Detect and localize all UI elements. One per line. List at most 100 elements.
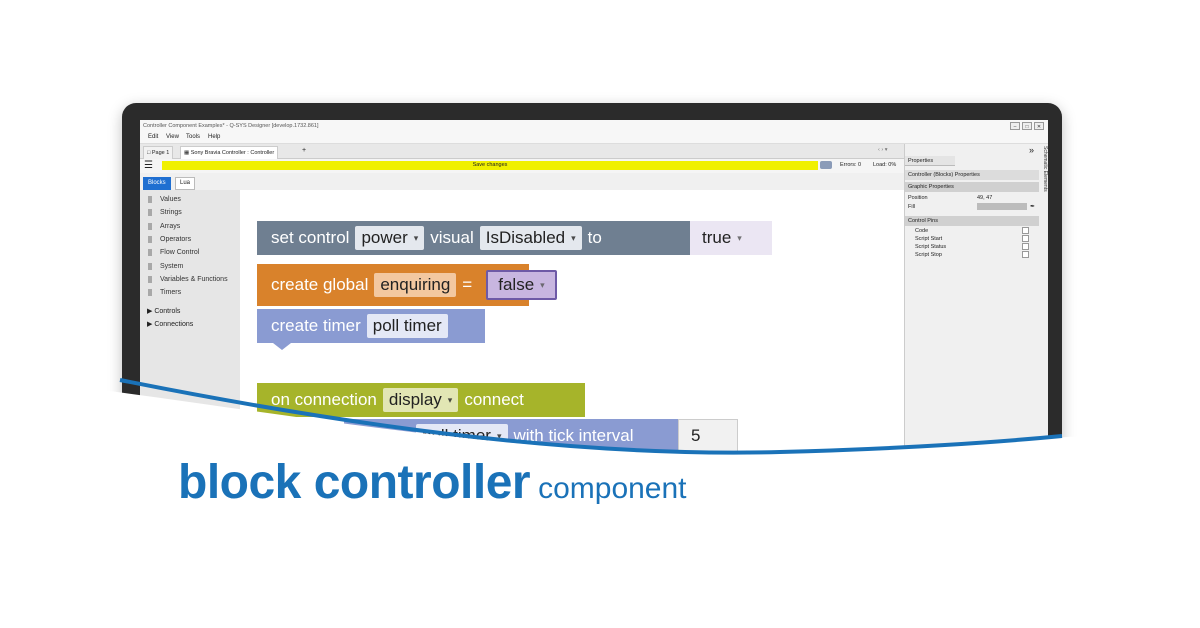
chip-label: IsDisabled [485,228,566,247]
maximize-button[interactable]: □ [1022,122,1032,130]
connection-dropdown[interactable]: display▾ [382,388,459,412]
palette-system[interactable]: System [148,263,183,270]
dropdown-arrow-icon: ▾ [540,280,545,291]
palette-connections-node[interactable]: ▶ Connections [147,321,194,328]
properties-title: Controller (Blocks) Properties [905,170,1039,180]
block-keyword: set control [271,228,350,247]
block-keyword: to [587,228,602,247]
chip-label: poll timer [422,426,491,445]
pin-row[interactable]: Script Stop [905,251,1039,259]
pin-label: Script Stop [915,252,942,258]
tab-page-1[interactable]: □ Page 1 [143,146,174,159]
tab-blocks[interactable]: Blocks [143,177,171,190]
control-pins-header[interactable]: Control Pins [905,216,1039,226]
palette-values[interactable]: Values [148,196,181,203]
hamburger-menu-icon[interactable]: ☰ [144,160,153,171]
create-timer-block[interactable]: create timer poll timer [257,309,485,343]
error-list-icon[interactable] [820,161,832,169]
tab-lua[interactable]: Lua [175,177,196,190]
blocks-workspace[interactable]: set control power ▾ visual IsDisabled ▾ to… [240,190,904,500]
dropdown-arrow-icon: ▾ [413,233,419,244]
palette-variables-functions[interactable]: Variables & Functions [148,276,228,283]
window-title: Controller Component Examples* - Q-SYS D… [143,123,319,129]
toolbar: ☰ Save changes Errors: 0 Load: 0% [140,159,904,173]
true-value-block[interactable]: true ▾ [690,221,772,255]
minimize-button[interactable]: – [1010,122,1020,130]
palette-controls-node[interactable]: ▶ Controls [147,308,181,315]
errors-count: Errors: 0 [840,162,862,168]
pin-checkbox[interactable] [1022,243,1029,250]
timer-name-field[interactable]: poll timer [366,314,448,338]
dropdown-arrow-icon: ▾ [447,395,453,406]
timer-dropdown[interactable]: poll timer ▾ [416,424,508,448]
dropdown-arrow-icon: ▾ [571,233,576,244]
tab-sony-bravia-controller[interactable]: ▦ Sony Bravia Controller : Controller [180,146,279,159]
editor-mode-tabs: Blocks Lua [140,175,240,190]
chip-label: power [361,228,408,247]
block-keyword: visual [430,228,474,247]
create-global-block[interactable]: create global enquiring = false ▾ [257,264,557,306]
event-block-arm [257,417,275,457]
menu-tools[interactable]: Tools [186,134,201,140]
pin-checkbox[interactable] [1022,227,1029,234]
block-keyword: create global [271,275,369,294]
tab-label: Sony Bravia Controller : Controller [190,150,275,156]
dropdown-arrow-icon: ▾ [496,431,502,442]
fill-row[interactable]: Fill ✒ [905,203,1039,211]
value-label: true [702,228,732,247]
interval-value-block[interactable]: 5 [678,419,738,453]
block-connector-notch [273,343,291,350]
tagline-sub: component [538,472,687,505]
on-connection-block[interactable]: on connection display▾ connect [257,383,585,417]
pin-row[interactable]: Script Status [905,243,1039,251]
title-bar: Controller Component Examples* - Q-SYS D… [140,120,1048,132]
pin-row[interactable]: Code [905,227,1039,235]
block-keyword: create timer [271,316,361,335]
pin-checkbox[interactable] [1022,251,1029,258]
add-tab-button[interactable]: + [302,147,307,154]
palette-timers[interactable]: Timers [148,289,181,296]
tab-label: Page 1 [151,150,170,156]
save-changes-button[interactable]: Save changes [162,161,818,170]
schematic-elements-tab[interactable]: Schematic Elements [1042,146,1048,192]
block-palette: Values Strings Arrays Operators Flow Con… [140,190,240,500]
document-tab-bar: □ Page 1 ▦ Sony Bravia Controller : Cont… [140,144,904,159]
pin-checkbox[interactable] [1022,235,1029,242]
menu-bar: Edit View Tools Help [140,132,1048,144]
position-row[interactable]: Position 49, 47 [905,194,1039,202]
properties-panel: Properties » Controller (Blocks) Propert… [904,144,1039,500]
close-button[interactable]: ✕ [1034,122,1044,130]
block-keyword: with tick interval [513,426,634,445]
eyedropper-icon[interactable]: ✒ [1030,204,1036,210]
pin-label: Script Status [915,244,947,250]
start-timer-block[interactable]: poll timer ▾ with tick interval [344,419,678,453]
pin-row[interactable]: Script Start [905,235,1039,243]
dropdown-arrow-icon: ▾ [737,232,742,243]
value-label: false [498,275,535,294]
block-keyword: connect [464,390,524,409]
position-value: 49, 47 [977,195,993,201]
graphic-properties-header[interactable]: Graphic Properties [905,182,1039,192]
control-dropdown[interactable]: power ▾ [355,226,425,250]
set-control-block[interactable]: set control power ▾ visual IsDisabled ▾ to [257,221,690,255]
visual-dropdown[interactable]: IsDisabled ▾ [479,226,582,250]
palette-arrays[interactable]: Arrays [148,223,180,230]
tab-nav-arrows[interactable]: ‹ › ▾ [878,147,888,153]
palette-operators[interactable]: Operators [148,236,191,243]
menu-view[interactable]: View [166,134,179,140]
expand-panel-icon[interactable]: » [1029,145,1035,155]
variable-name-field[interactable]: enquiring [374,273,457,297]
tagline-main: block controller [178,456,531,509]
fill-swatch[interactable] [977,203,1027,210]
palette-strings[interactable]: Strings [148,209,182,216]
properties-tab[interactable]: Properties [905,156,955,166]
palette-flow-control[interactable]: Flow Control [148,249,199,256]
false-value-block[interactable]: false ▾ [486,270,557,300]
menu-edit[interactable]: Edit [148,134,159,140]
app-window: Controller Component Examples* - Q-SYS D… [140,120,1048,500]
menu-help[interactable]: Help [208,134,221,140]
equals-sign: = [462,275,473,294]
pin-label: Code [915,228,929,234]
load-percent: Load: 0% [873,162,897,168]
